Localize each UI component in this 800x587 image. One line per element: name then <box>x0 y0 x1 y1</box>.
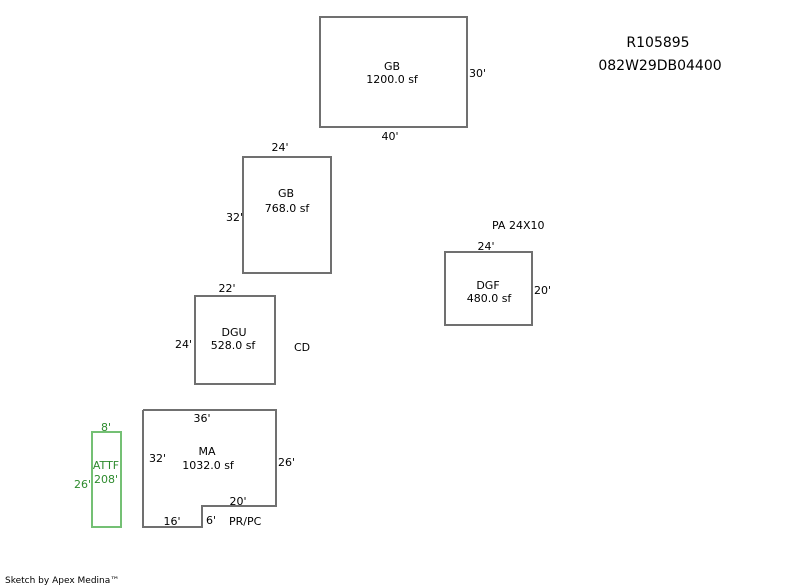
area-size: 528.0 sf <box>211 339 257 352</box>
area-dgf: DGF 480.0 sf 24' 20' <box>444 240 551 326</box>
dimension-bottom: 16' <box>163 515 180 528</box>
parcel-id: R105895 <box>626 35 689 51</box>
area-outline <box>242 156 332 274</box>
area-outline <box>91 431 122 528</box>
area-code: DGU <box>221 326 246 339</box>
dimension-notch-side: 6' <box>206 514 216 527</box>
dimension-top: 8' <box>101 421 111 434</box>
area-size: 1032.0 sf <box>182 459 235 472</box>
dimension-top: 24' <box>271 141 288 154</box>
area-code: GB <box>278 187 294 200</box>
area-outline <box>142 409 277 528</box>
dimension-left: 32' <box>226 211 243 224</box>
patio-label: PA 24X10 <box>492 219 544 232</box>
area-size: 768.0 sf <box>265 202 311 215</box>
map-number: 082W29DB04400 <box>598 58 721 74</box>
area-ma: MA 1032.0 sf 36' 32' 26' 20' 6' 16' <box>142 409 295 528</box>
dimension-right: 20' <box>534 284 551 297</box>
area-outline <box>444 251 533 326</box>
dimension-right: 30' <box>469 67 486 80</box>
dimension-top: 22' <box>218 282 235 295</box>
area-gb-768: GB 768.0 sf 24' 32' <box>226 141 332 274</box>
area-size: 1200.0 sf <box>366 73 419 86</box>
dimension-top: 36' <box>193 412 210 425</box>
porch-label: PR/PC <box>229 515 262 528</box>
area-code: MA <box>198 445 215 458</box>
area-code: GB <box>384 60 400 73</box>
area-size: 208' <box>94 473 118 486</box>
area-code: ATTF <box>93 459 119 472</box>
area-outline <box>319 16 468 128</box>
area-gb-1200: GB 1200.0 sf 30' 40' <box>319 16 486 143</box>
area-attf: ATTF 208' 8' 26' <box>74 421 122 528</box>
area-dgu: DGU 528.0 sf 22' 24' <box>175 282 276 385</box>
dimension-left: 26' <box>74 478 91 491</box>
dimension-left: 32' <box>149 452 166 465</box>
area-size: 480.0 sf <box>467 292 513 305</box>
dimension-notch-top: 20' <box>229 495 246 508</box>
area-outline <box>194 295 276 385</box>
dimension-left: 24' <box>175 338 192 351</box>
sketch-credit: Sketch by Apex Medina™ <box>5 576 119 586</box>
dimension-right: 26' <box>278 456 295 469</box>
deck-label: CD <box>294 341 310 354</box>
dimension-bottom: 40' <box>381 130 398 143</box>
area-code: DGF <box>476 279 499 292</box>
dimension-top: 24' <box>477 240 494 253</box>
